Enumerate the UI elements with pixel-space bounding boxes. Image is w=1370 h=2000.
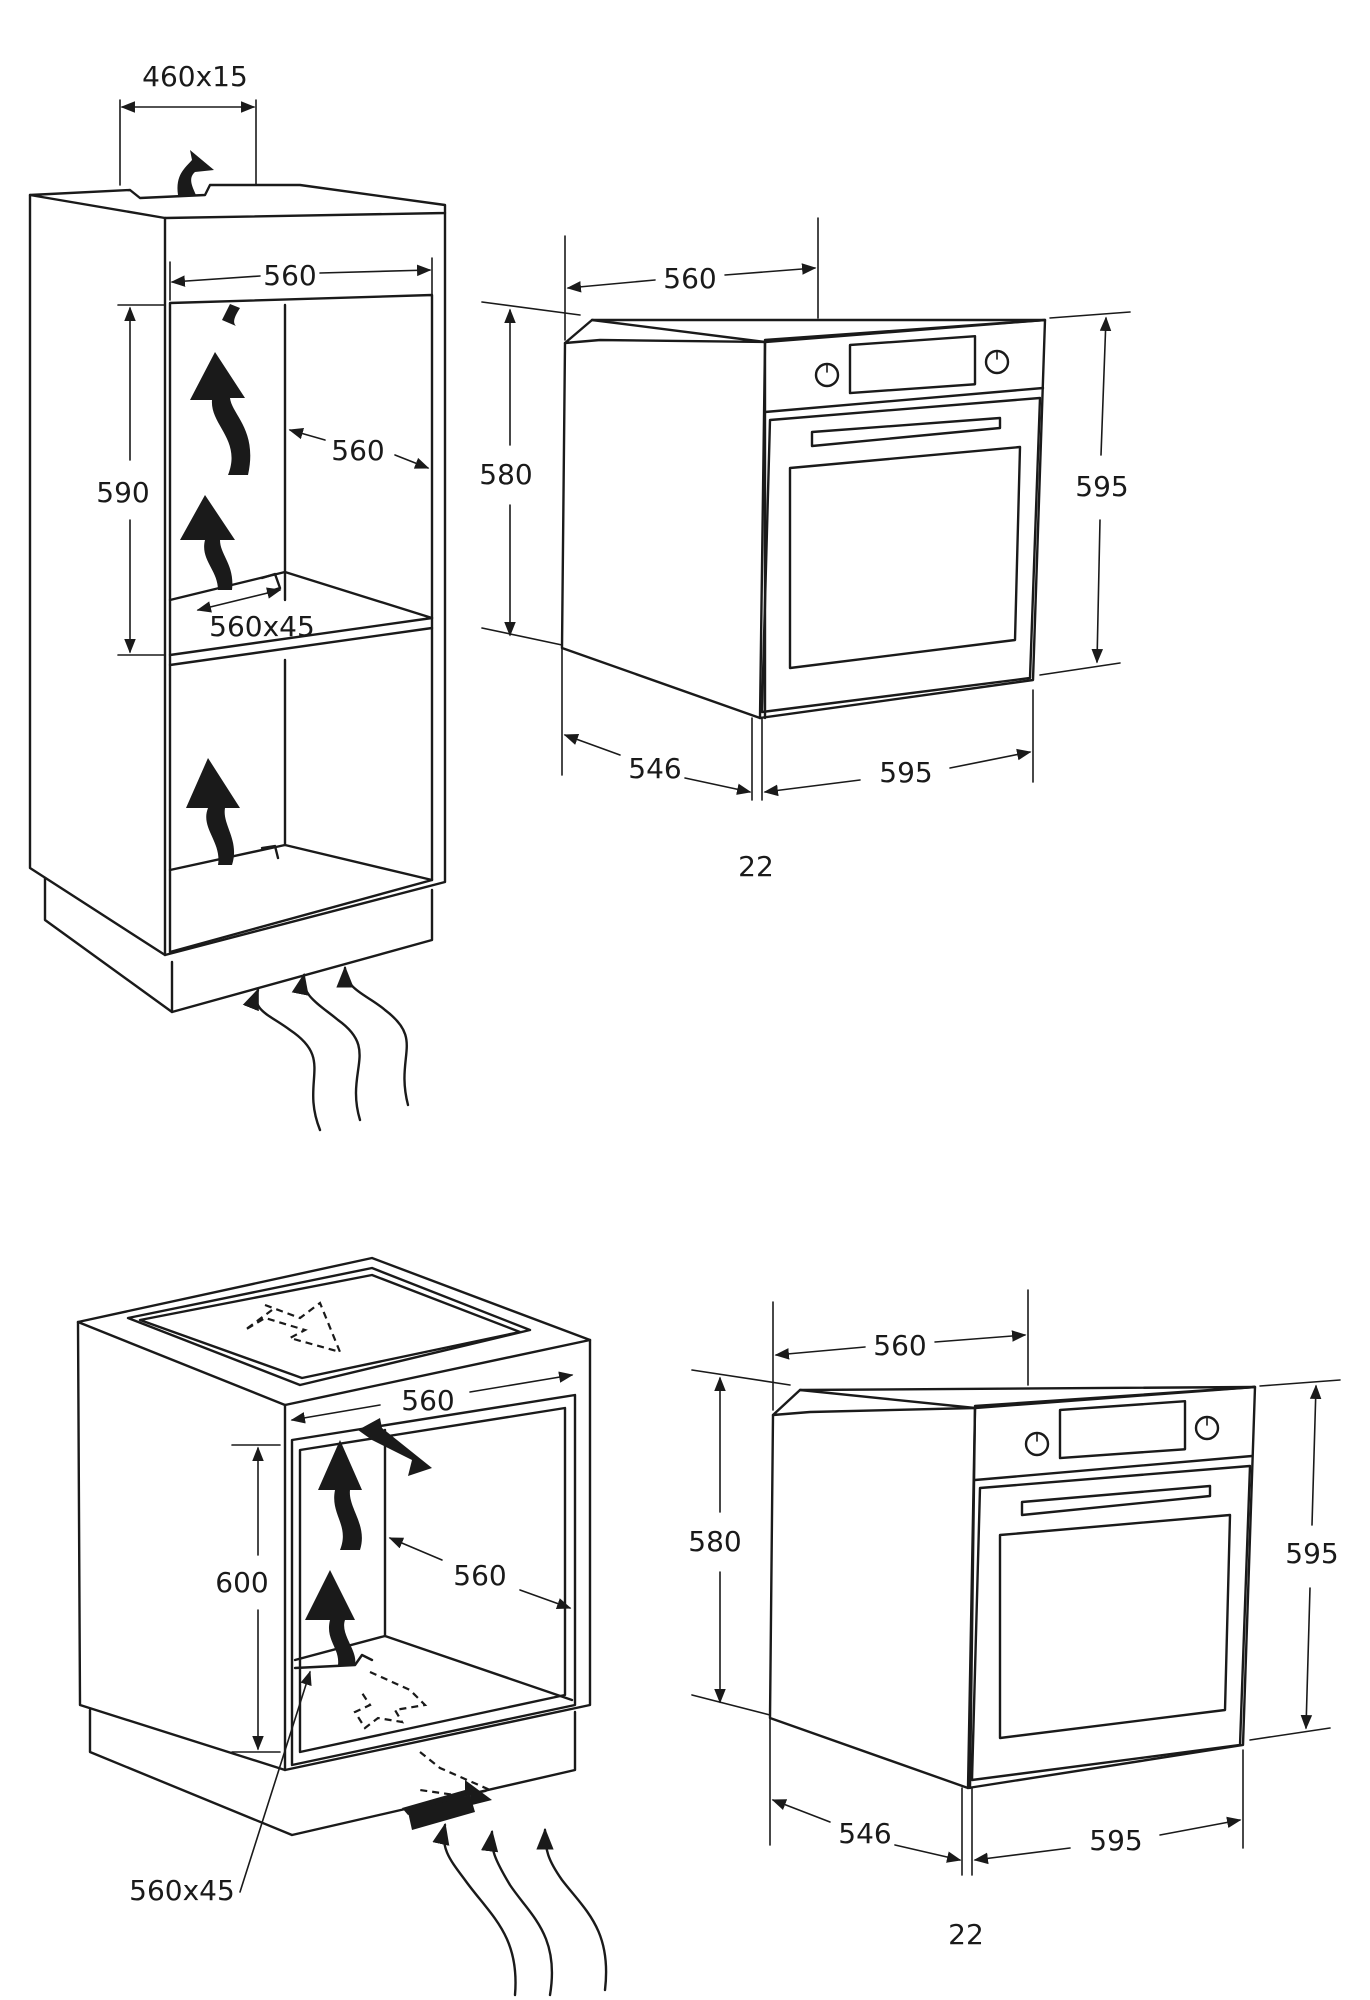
base-vent-dimension: 560x45 <box>129 1874 235 1907</box>
oven-width-dimension: 560 <box>663 262 716 295</box>
intake-airflow-icon <box>402 1780 492 1815</box>
intake-airflow-icon <box>481 1829 554 1997</box>
cabinet-width-dimension: 560 <box>263 259 316 292</box>
oven-drawing-bottom: 560 580 595 546 595 22 <box>688 1289 1341 1951</box>
door-handle-icon <box>1020 1484 1212 1517</box>
vent-bottom-dimension: 560x45 <box>209 610 315 643</box>
tall-cabinet-drawing: 460x15 560 590 560 560x45 <box>28 60 447 1132</box>
airflow-arrow-icon <box>318 1440 362 1550</box>
door-thickness-dimension: 22 <box>948 1918 984 1951</box>
intake-airflow-icon <box>336 965 410 1107</box>
airflow-arrow-icon <box>222 304 240 326</box>
vent-top-dimension: 460x15 <box>142 60 248 93</box>
airflow-arrow-icon <box>180 495 235 590</box>
airflow-arrow-icon <box>186 758 240 865</box>
intake-airflow-icon <box>291 972 362 1122</box>
door-thickness-dimension: 22 <box>738 850 774 883</box>
oven-front-width-dimension: 595 <box>1089 1824 1142 1857</box>
intake-airflow-icon <box>432 1822 517 1997</box>
oven-total-height-dimension: 595 <box>1075 470 1128 503</box>
intake-airflow-icon <box>242 987 322 1132</box>
airflow-arrow-icon <box>190 352 251 475</box>
airflow-arrow-icon <box>305 1570 356 1665</box>
oven-height-dimension: 580 <box>479 458 532 491</box>
door-handle-icon <box>810 416 1002 448</box>
base-cabinet-drawing: 560 600 560 560x45 <box>76 1256 608 1997</box>
base-cabinet-height-dimension: 600 <box>215 1566 268 1599</box>
airflow-arrow-icon <box>177 150 214 195</box>
base-cabinet-width-dimension: 560 <box>401 1384 454 1417</box>
base-cabinet-depth-dimension: 560 <box>453 1559 506 1592</box>
oven-depth-dimension: 546 <box>838 1817 891 1850</box>
oven-front-width-dimension: 595 <box>879 756 932 789</box>
oven-height-dimension: 580 <box>688 1525 741 1558</box>
oven-drawing-top: 560 580 595 546 595 22 <box>479 217 1131 883</box>
oven-total-height-dimension: 595 <box>1285 1537 1338 1570</box>
cabinet-height-dimension: 590 <box>96 476 149 509</box>
exhaust-airflow-icon <box>358 1418 432 1476</box>
exhaust-airflow-icon <box>244 1301 342 1354</box>
oven-depth-dimension: 546 <box>628 752 681 785</box>
cabinet-depth-dimension: 560 <box>331 434 384 467</box>
intake-airflow-icon <box>536 1827 608 1992</box>
intake-airflow-icon <box>353 1670 428 1730</box>
oven-width-dimension: 560 <box>873 1329 926 1362</box>
intake-airflow-icon <box>419 1751 494 1798</box>
